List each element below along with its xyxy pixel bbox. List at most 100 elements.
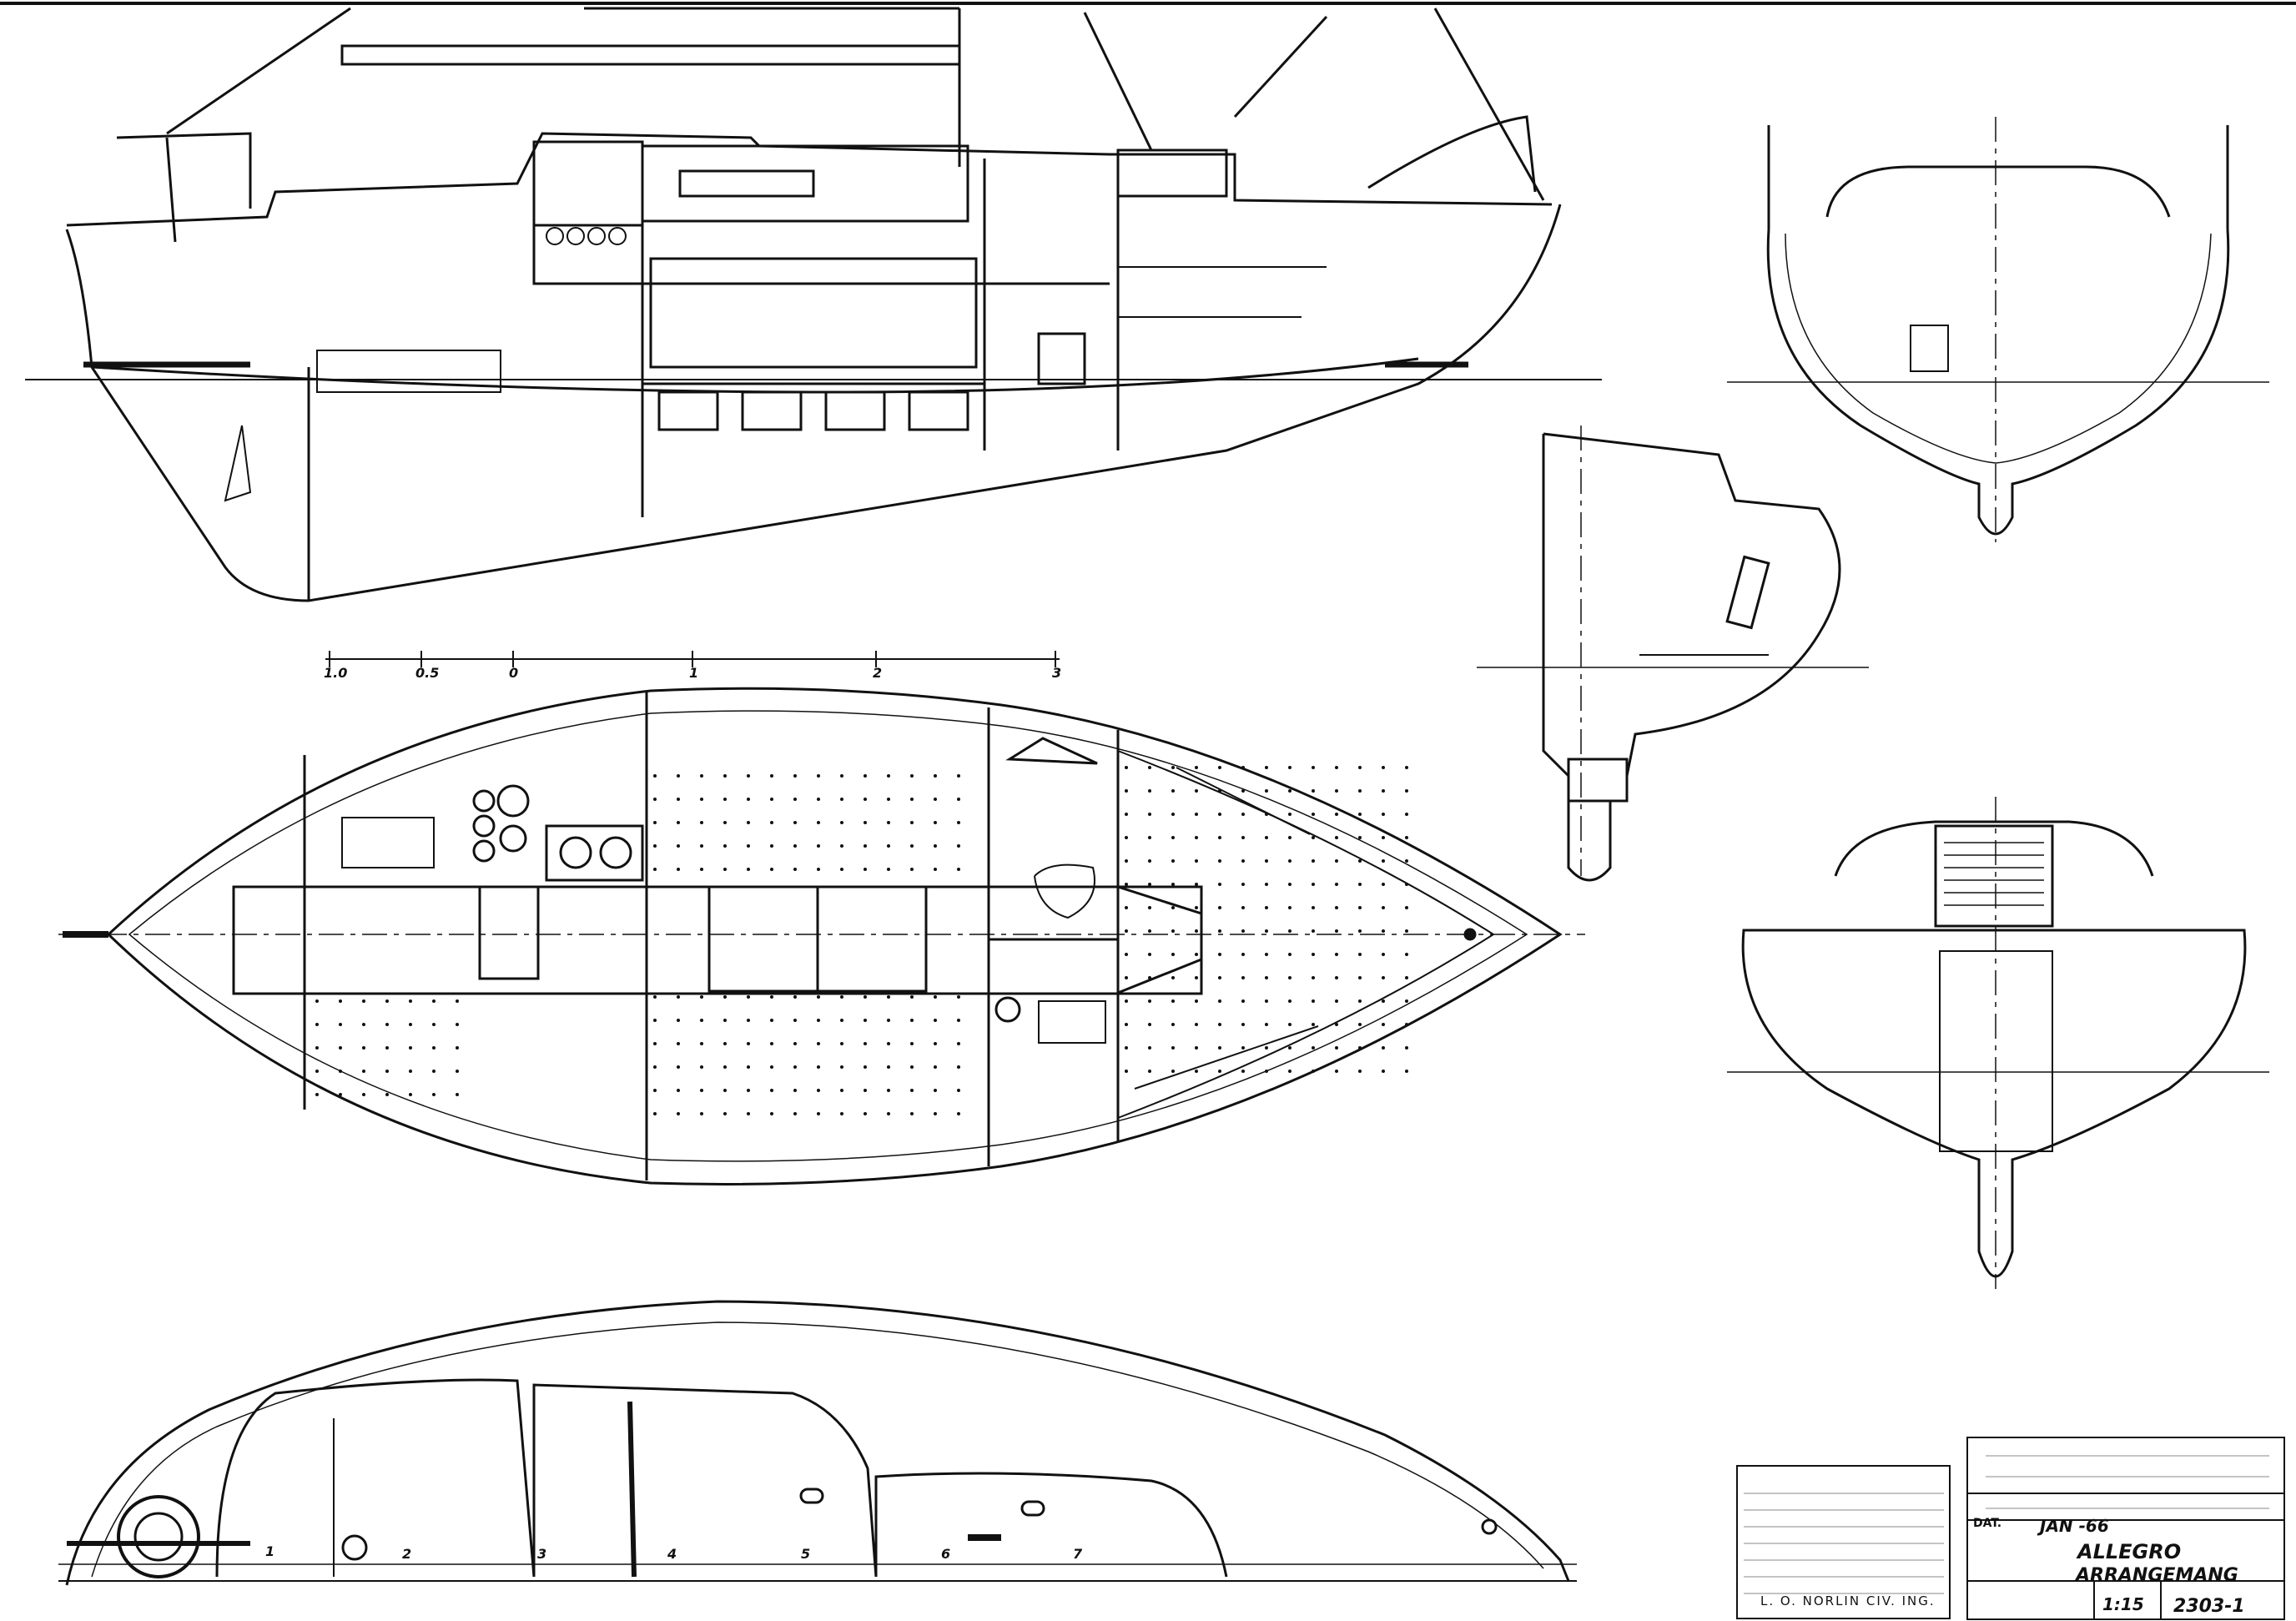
- grating-dot: [723, 844, 727, 848]
- grating-dot: [1382, 906, 1385, 909]
- grating-dot: [1265, 999, 1268, 1003]
- grating-dot: [1125, 1023, 1128, 1026]
- grating-dot: [339, 1046, 342, 1050]
- grating-dot: [1358, 1046, 1362, 1050]
- grating-dot: [1171, 766, 1175, 769]
- grating-dot: [1382, 953, 1385, 956]
- grating-dot: [793, 821, 797, 824]
- grating-dot: [840, 1112, 843, 1115]
- grating-dot: [1312, 929, 1315, 933]
- grating-dot: [723, 798, 727, 801]
- grating-dot: [653, 1065, 657, 1069]
- grating-dot: [840, 1019, 843, 1022]
- grating-dot: [864, 821, 867, 824]
- grating-dot: [1405, 953, 1408, 956]
- grating-dot: [1241, 1023, 1245, 1026]
- grating-dot: [887, 774, 890, 778]
- grating-dot: [770, 1019, 773, 1022]
- grating-dot: [1405, 906, 1408, 909]
- grating-dot: [1405, 929, 1408, 933]
- grating-dot: [793, 1019, 797, 1022]
- grating-dot: [700, 868, 703, 871]
- title-block: [1736, 1437, 2285, 1620]
- grating-dot: [934, 1112, 937, 1115]
- grating-dot: [1125, 766, 1128, 769]
- grating-dot: [793, 1112, 797, 1115]
- grating-dot: [1288, 953, 1292, 956]
- grating-dot: [723, 868, 727, 871]
- grating-dot: [1241, 859, 1245, 863]
- grating-dot: [315, 1093, 319, 1096]
- station-label: 7: [1073, 1546, 1083, 1562]
- scale-bar: 1.0 0.5 0 1 2 3: [324, 651, 1061, 681]
- grating-dot: [864, 1112, 867, 1115]
- grating-dot: [934, 1019, 937, 1022]
- grating-dot: [1358, 999, 1362, 1003]
- grating-dot: [1358, 813, 1362, 816]
- grating-dot: [957, 821, 960, 824]
- grating-dot: [1312, 766, 1315, 769]
- grating-dot: [817, 821, 820, 824]
- grating-dot: [1125, 813, 1128, 816]
- grating-dot: [840, 995, 843, 999]
- grating-dot: [747, 821, 750, 824]
- grating-dot: [1358, 766, 1362, 769]
- grating-dot: [1358, 929, 1362, 933]
- grating-dot: [864, 995, 867, 999]
- grating-dot: [770, 844, 773, 848]
- grating-dot: [1195, 883, 1198, 886]
- grating-dot: [677, 774, 680, 778]
- grating-dot: [1148, 789, 1151, 793]
- grating-dot: [677, 821, 680, 824]
- grating-dot: [1241, 883, 1245, 886]
- grating-dot: [1218, 766, 1221, 769]
- grating-dot: [1195, 859, 1198, 863]
- grating-dot: [817, 995, 820, 999]
- grating-dot: [700, 1042, 703, 1045]
- grating-dot: [1148, 883, 1151, 886]
- grating-dot: [339, 1023, 342, 1026]
- grating-dot: [1382, 999, 1385, 1003]
- grating-dot: [723, 1042, 727, 1045]
- station-label: 1: [265, 1543, 274, 1559]
- grating-dot: [456, 1070, 459, 1073]
- grating-dot: [1405, 813, 1408, 816]
- grating-dot: [910, 1019, 914, 1022]
- grating-dot: [934, 995, 937, 999]
- grating-dot: [677, 995, 680, 999]
- grating-dot: [910, 844, 914, 848]
- grating-dot: [1148, 906, 1151, 909]
- grating-dot: [409, 1093, 412, 1096]
- grating-dot: [1241, 766, 1245, 769]
- grating-dot: [817, 798, 820, 801]
- grating-dot: [409, 999, 412, 1003]
- grating-dot: [432, 999, 436, 1003]
- grating-dot: [1335, 883, 1338, 886]
- grating-dot: [1288, 1070, 1292, 1073]
- grating-dot: [1312, 1046, 1315, 1050]
- grating-dot: [1312, 1023, 1315, 1026]
- grating-dot: [747, 1112, 750, 1115]
- grating-dot: [887, 798, 890, 801]
- grating-dot: [957, 798, 960, 801]
- grating-dot: [456, 999, 459, 1003]
- grating-dot: [1265, 929, 1268, 933]
- grating-dot: [840, 1089, 843, 1092]
- grating-dot: [432, 1070, 436, 1073]
- grating-dot: [1335, 836, 1338, 839]
- grating-dot: [1405, 859, 1408, 863]
- grating-dot: [1148, 836, 1151, 839]
- grating-dot: [409, 1046, 412, 1050]
- grating-dot: [1265, 1023, 1268, 1026]
- grating-dot: [653, 1042, 657, 1045]
- grating-dot: [1171, 953, 1175, 956]
- grating-dot: [747, 1019, 750, 1022]
- grating-dot: [1148, 1070, 1151, 1073]
- grating-dot: [723, 774, 727, 778]
- grating-dot: [653, 868, 657, 871]
- grating-dot: [1312, 789, 1315, 793]
- grating-dot: [1288, 883, 1292, 886]
- grating-dot: [1148, 953, 1151, 956]
- grating-dot: [1195, 906, 1198, 909]
- grating-dot: [1171, 859, 1175, 863]
